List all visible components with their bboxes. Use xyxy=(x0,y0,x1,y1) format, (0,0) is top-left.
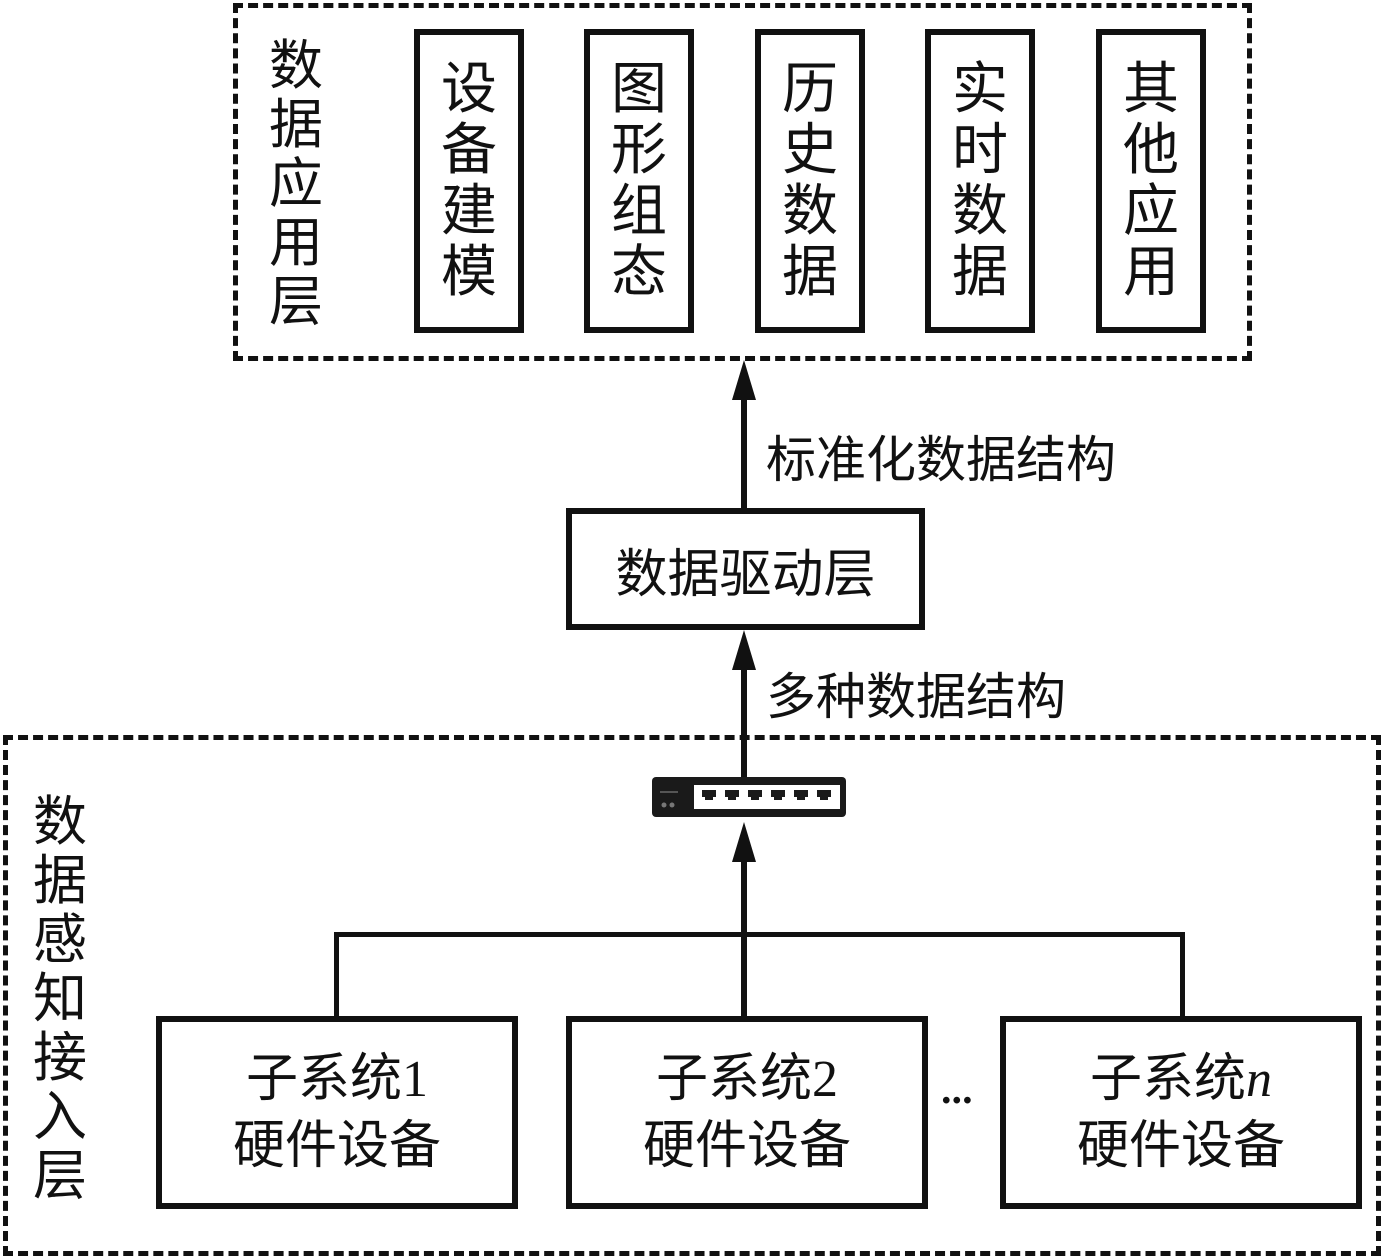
vertical-char: 模 xyxy=(441,240,497,305)
subsystem-name-text: 子系统 xyxy=(245,1049,402,1109)
subsystem-ellipsis: ··· xyxy=(940,1080,974,1122)
vertical-char: 接 xyxy=(33,1026,87,1089)
upper-arrow-shaft xyxy=(741,395,747,510)
subsystem-name: 子系统2 xyxy=(656,1046,838,1113)
app-module-label: 图形组态 xyxy=(611,59,667,303)
vertical-char: 用 xyxy=(1123,240,1179,305)
subsystem-device: 硬件设备 xyxy=(232,1116,441,1176)
bus-to-switch-arrow-head xyxy=(732,822,756,862)
vertical-char: 时 xyxy=(952,118,1008,183)
switch-port xyxy=(771,790,785,800)
bus-drop-n xyxy=(1180,932,1185,1018)
subsystem-index: n xyxy=(1246,1051,1272,1108)
vertical-char: 用 xyxy=(269,211,323,274)
bus-line xyxy=(334,932,1185,937)
vertical-char: 据 xyxy=(33,849,87,912)
switch-port xyxy=(702,790,716,800)
app-module-label: 其他应用 xyxy=(1123,59,1179,303)
vertical-char: 其 xyxy=(1123,57,1179,122)
vertical-char: 层 xyxy=(269,270,323,333)
vertical-char: 史 xyxy=(782,118,838,183)
network-switch-icon xyxy=(652,777,846,817)
switch-port xyxy=(794,790,808,800)
vertical-char: 应 xyxy=(269,152,323,215)
app-module-box: 设备建模 xyxy=(414,29,524,333)
vertical-char: 历 xyxy=(782,57,838,122)
vertical-char: 图 xyxy=(611,57,667,122)
subsystem-device: 硬件设备 xyxy=(1076,1116,1285,1176)
subsystem-device: 硬件设备 xyxy=(642,1116,851,1176)
vertical-char: 层 xyxy=(33,1144,87,1207)
vertical-char: 应 xyxy=(1123,179,1179,244)
switch-port xyxy=(725,790,739,800)
application-layer-container xyxy=(233,3,1252,361)
app-module-label: 历史数据 xyxy=(782,59,838,303)
lower-arrow-head xyxy=(732,630,756,670)
vertical-char: 数 xyxy=(952,179,1008,244)
vertical-char: 据 xyxy=(269,93,323,156)
bus-to-switch-arrow-shaft xyxy=(741,858,747,1018)
access-layer-title: 数据感知接入层 xyxy=(30,792,90,1205)
subsystem-index: 2 xyxy=(812,1051,838,1108)
vertical-char: 数 xyxy=(782,179,838,244)
subsystem-index: 1 xyxy=(402,1051,428,1108)
vertical-char: 据 xyxy=(782,240,838,305)
vertical-char: 态 xyxy=(611,240,667,305)
lower-arrow-shaft xyxy=(741,665,747,777)
vertical-char: 建 xyxy=(441,179,497,244)
vertical-char: 数 xyxy=(269,34,323,97)
bus-drop-1 xyxy=(334,932,339,1018)
app-module-label: 实时数据 xyxy=(952,59,1008,303)
subsystem-name-text: 子系统 xyxy=(655,1049,812,1109)
vertical-char: 入 xyxy=(33,1085,87,1148)
vertical-char: 数 xyxy=(33,790,87,853)
vertical-char: 组 xyxy=(611,179,667,244)
vertical-char: 实 xyxy=(952,57,1008,122)
vertical-char: 据 xyxy=(952,240,1008,305)
subsystem-name: 子系统n xyxy=(1090,1046,1272,1113)
app-module-box: 图形组态 xyxy=(584,29,694,333)
app-module-label: 设备建模 xyxy=(441,59,497,303)
upper-arrow-label: 标准化数据结构 xyxy=(766,431,1116,489)
access-layer-container xyxy=(3,735,1381,1256)
app-module-box: 历史数据 xyxy=(755,29,865,333)
vertical-char: 感 xyxy=(33,908,87,971)
driver-layer-title: 数据驱动层 xyxy=(615,544,876,605)
subsystem-name: 子系统1 xyxy=(246,1046,428,1113)
application-layer-title: 数据应用层 xyxy=(266,36,326,331)
vertical-char: 知 xyxy=(33,967,87,1030)
vertical-char: 他 xyxy=(1123,118,1179,183)
upper-arrow-head xyxy=(732,360,756,400)
app-module-box: 其他应用 xyxy=(1096,29,1206,333)
app-module-box: 实时数据 xyxy=(925,29,1035,333)
vertical-char: 形 xyxy=(611,118,667,183)
subsystem-name-text: 子系统 xyxy=(1089,1049,1246,1109)
vertical-char: 备 xyxy=(441,118,497,183)
switch-port xyxy=(748,790,762,800)
switch-port xyxy=(817,790,831,800)
lower-arrow-label: 多种数据结构 xyxy=(766,668,1066,726)
vertical-char: 设 xyxy=(441,57,497,122)
driver-layer-box: 数据驱动层 xyxy=(566,508,925,630)
